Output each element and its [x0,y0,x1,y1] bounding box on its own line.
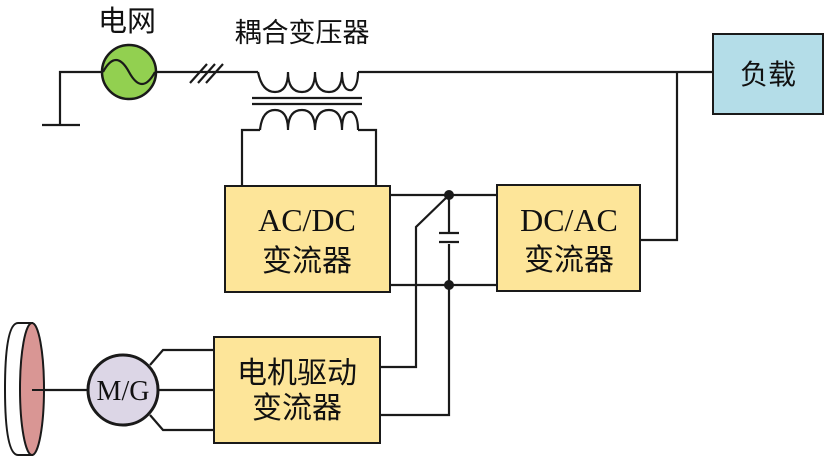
motor-drive-converter-box [213,336,381,444]
dcac-label-line2: 变流器 [524,243,614,278]
transformer-primary-coil [256,71,360,94]
load-label: 负载 [740,58,796,91]
transformer-core [252,96,362,106]
motor-drive-label-line2: 变流器 [252,391,342,426]
dcac-converter-box [496,184,641,292]
load-box [712,33,824,115]
ground-wire [58,70,102,125]
dcac-output-wire [640,72,679,242]
motor-generator-icon [86,353,160,427]
acdc-label-line2: 变流器 [262,244,352,279]
drive-positive-wire [380,194,450,369]
three-phase-mark [189,63,224,84]
transformer-secondary-coil [258,108,360,131]
drive-negative-wire [380,285,451,417]
motor-generator-label: M/G [97,376,150,407]
grid-label: 电网 [98,4,156,38]
junction-dot-positive [444,190,454,200]
dcac-label-line1: DC/AC [520,202,618,238]
acdc-converter-box [224,185,391,293]
junction-dot-negative [444,280,454,290]
coupling-transformer-label: 耦合变压器 [235,18,370,49]
motor-drive-label-line1: 电机驱动 [237,356,357,391]
acdc-label-line1: AC/DC [258,202,356,238]
secondary-to-acdc-wire [240,128,378,186]
sine-wave-icon [102,58,156,86]
motor-phase-wires [149,348,214,432]
capacitor-plates [439,231,459,244]
